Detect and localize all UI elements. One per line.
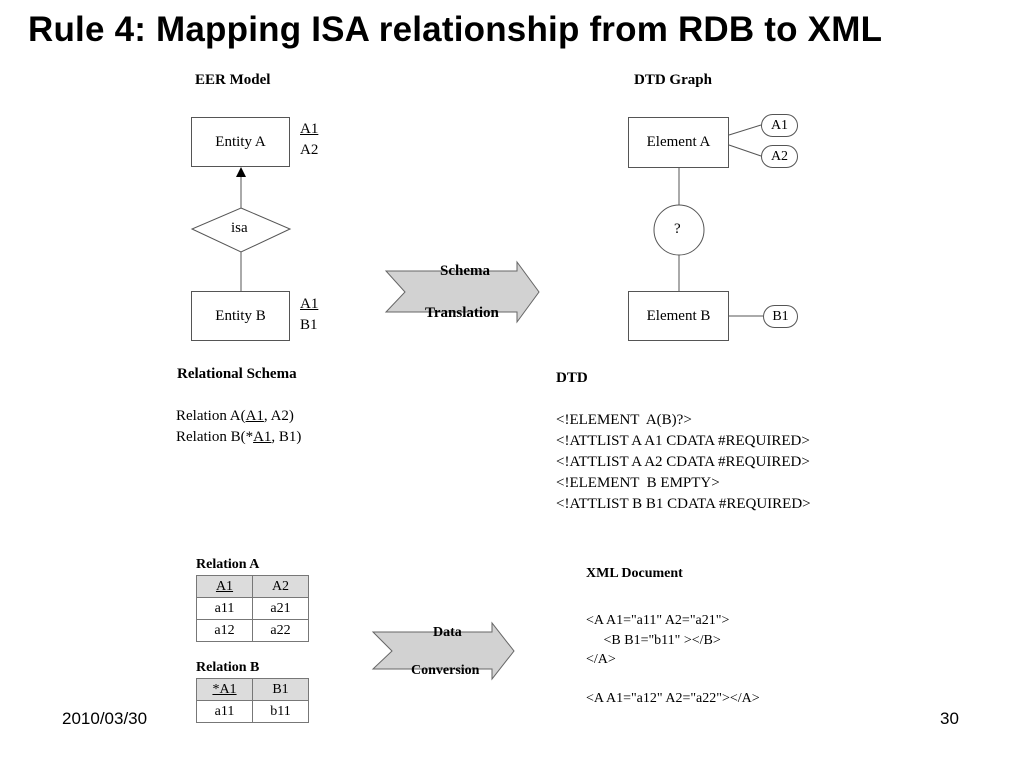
column-header: *A1 bbox=[196, 678, 253, 701]
slide-title: Rule 4: Mapping ISA relationship from RD… bbox=[28, 10, 883, 49]
table-cell: b11 bbox=[252, 700, 309, 723]
column-header: B1 bbox=[252, 678, 309, 701]
element-b-box: Element B bbox=[628, 291, 729, 341]
data-conversion-arrow bbox=[371, 621, 515, 681]
entity-a-box: Entity A bbox=[191, 117, 290, 167]
entity-b-label: Entity B bbox=[215, 307, 266, 324]
table-header-row: *A1 B1 bbox=[196, 678, 309, 701]
dtd-lines: <!ELEMENT A(B)?> <!ATTLIST A A1 CDATA #R… bbox=[556, 410, 811, 515]
attr-a1-label: A1 bbox=[770, 117, 789, 133]
isa-arrowhead bbox=[236, 167, 246, 177]
column-header: A2 bbox=[252, 575, 309, 598]
entity-a-label: Entity A bbox=[215, 133, 266, 150]
relation-a-definition: Relation A(A1, A2) bbox=[176, 408, 294, 424]
data-arrow-line2: Conversion bbox=[411, 663, 480, 678]
isa-label: isa bbox=[231, 220, 248, 236]
attr-b1-node: B1 bbox=[763, 305, 798, 328]
dtd-heading: DTD bbox=[556, 370, 588, 386]
relation-b-table: *A1 B1 a11 b11 bbox=[196, 678, 309, 723]
relation-b-caption: Relation B bbox=[196, 660, 260, 675]
eer-model-heading: EER Model bbox=[195, 72, 271, 88]
table-cell: a11 bbox=[196, 597, 253, 620]
data-arrow-line1: Data bbox=[433, 625, 462, 640]
xml-lines: <A A1="a11" A2="a21"> <B B1="b11" ></B> … bbox=[586, 611, 760, 709]
element-a-to-a1-line bbox=[728, 124, 762, 136]
xml-line: <A A1="a12" A2="a22"></A> bbox=[586, 691, 760, 706]
occurrence-label: ? bbox=[674, 221, 681, 237]
table-cell: a12 bbox=[196, 619, 253, 642]
dtd-graph-heading: DTD Graph bbox=[634, 72, 712, 88]
entity-b-key-attr: A1 bbox=[300, 296, 319, 312]
dtd-line: <!ATTLIST A A1 CDATA #REQUIRED> bbox=[556, 433, 810, 449]
xml-line: <A A1="a11" A2="a21"> bbox=[586, 613, 730, 628]
schema-arrow-line1: Schema bbox=[440, 263, 490, 279]
xml-line: <B B1="b11" ></B> bbox=[586, 632, 721, 648]
page-number: 30 bbox=[940, 709, 959, 728]
dtd-line: <!ELEMENT B EMPTY> bbox=[556, 475, 720, 491]
xml-line bbox=[586, 670, 760, 690]
dtd-line: <!ELEMENT A(B)?> bbox=[556, 412, 692, 428]
xml-document-heading: XML Document bbox=[586, 566, 683, 581]
dtd-line: <!ATTLIST A A2 CDATA #REQUIRED> bbox=[556, 454, 810, 470]
relation-a-table: A1 A2 a11 a21 a12 a22 bbox=[196, 575, 309, 642]
footer-date: 2010/03/30 bbox=[62, 709, 148, 728]
column-header: A1 bbox=[196, 575, 253, 598]
entity-a-key-attr: A1 bbox=[300, 121, 319, 137]
table-row: a11 b11 bbox=[196, 700, 309, 723]
schema-arrow-line2: Translation bbox=[425, 305, 499, 321]
table-cell: a21 bbox=[252, 597, 309, 620]
relation-b-definition: Relation B(*A1, B1) bbox=[176, 429, 302, 445]
table-row: a12 a22 bbox=[196, 619, 309, 642]
entity-b-box: Entity B bbox=[191, 291, 290, 341]
element-a-label: Element A bbox=[646, 134, 711, 150]
entity-b-attr: B1 bbox=[300, 317, 318, 333]
element-b-label: Element B bbox=[646, 307, 711, 324]
table-cell: a22 bbox=[252, 619, 309, 642]
element-a-box: Element A bbox=[628, 117, 729, 168]
element-a-to-a2-line bbox=[728, 144, 762, 157]
attr-a2-node: A2 bbox=[761, 145, 798, 168]
table-row: a11 a21 bbox=[196, 597, 309, 620]
table-cell: a11 bbox=[196, 700, 253, 723]
xml-line: </A> bbox=[586, 652, 616, 667]
attr-a2-label: A2 bbox=[770, 148, 789, 164]
relational-schema-heading: Relational Schema bbox=[177, 366, 297, 382]
table-header-row: A1 A2 bbox=[196, 575, 309, 598]
attr-a1-node: A1 bbox=[761, 114, 798, 137]
attr-b1-label: B1 bbox=[772, 308, 789, 324]
schema-translation-arrow bbox=[384, 260, 540, 324]
dtd-line: <!ATTLIST B B1 CDATA #REQUIRED> bbox=[556, 496, 811, 512]
entity-a-attr: A2 bbox=[300, 142, 319, 158]
relation-a-caption: Relation A bbox=[196, 557, 260, 572]
